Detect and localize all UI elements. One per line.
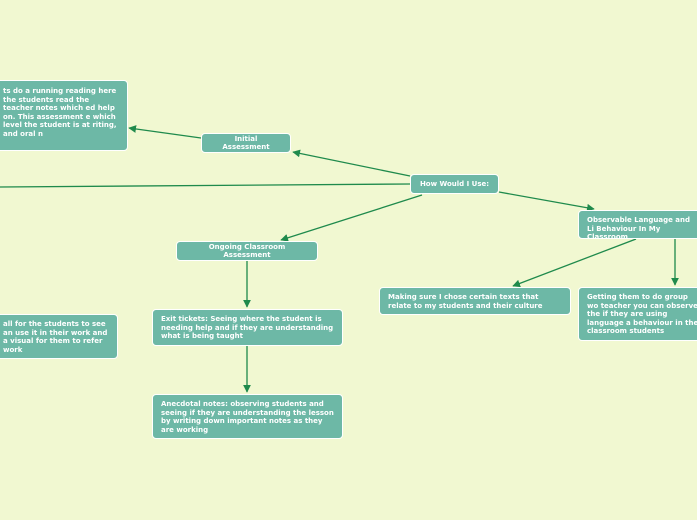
wall-visual-node[interactable]: all for the students to see an use it in… [0, 314, 118, 359]
anecdotal-notes-node[interactable]: Anecdotal notes: observing students and … [152, 394, 343, 439]
connector-root-to-left-offscreen [0, 183, 411, 188]
initial-assessment-node[interactable]: Initial Assessment [201, 133, 291, 153]
connector-root-to-observable [498, 191, 595, 212]
exit-tickets-node[interactable]: Exit tickets: Seeing where the student i… [152, 309, 343, 346]
root-node[interactable]: How Would I Use: [410, 174, 499, 194]
running-record-node[interactable]: ts do a running reading here the student… [0, 80, 128, 151]
ongoing-assessment-node[interactable]: Ongoing Classroom Assessment [176, 241, 318, 261]
connector-root-to-ongoing [280, 194, 423, 242]
group-work-node[interactable]: Getting them to do group wo teacher you … [578, 287, 697, 341]
connector-root-to-initial [292, 149, 411, 177]
connector-initial-to-running-record [128, 125, 202, 139]
observable-behaviour-node[interactable]: Observable Language and Li Behaviour In … [578, 210, 697, 239]
texts-culture-node[interactable]: Making sure I chose certain texts that r… [379, 287, 571, 315]
connector-observable-to-texts [512, 238, 637, 288]
